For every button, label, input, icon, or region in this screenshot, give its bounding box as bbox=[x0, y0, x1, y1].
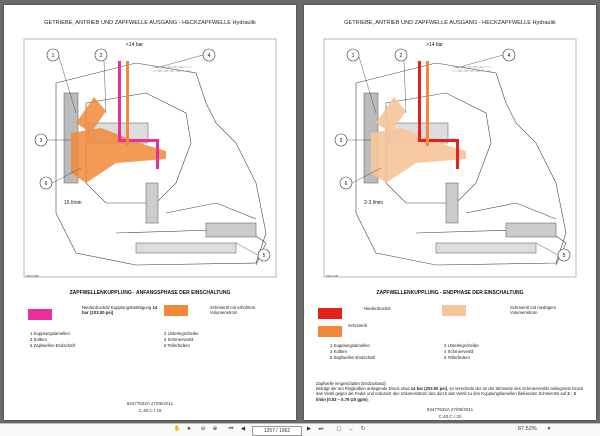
zoom-level[interactable]: 87.52% bbox=[518, 426, 537, 432]
legend-text-lube-oil: Schmieröl bbox=[348, 323, 368, 328]
next-page-icon[interactable]: ▶ bbox=[306, 426, 312, 432]
svg-text:1: 1 bbox=[52, 53, 55, 59]
page-header: GETRIEBE, ANTRIEB UND ZAPFWELLE AUSGANG … bbox=[344, 20, 556, 26]
clutch-diagram-initial-phase: 1 2 3 4 6 5 bbox=[23, 38, 277, 278]
prev-page-icon[interactable]: ◀ bbox=[240, 426, 246, 432]
hand-icon[interactable]: ✋ bbox=[173, 426, 181, 432]
legend-swatch-red bbox=[318, 308, 342, 319]
flow-label: 2-3 l/min bbox=[364, 200, 384, 206]
legend-text-lubrication: Schmieröl mit erhöhtem Volumenstrom bbox=[210, 305, 256, 316]
pressure-label: <14 bar bbox=[126, 42, 144, 48]
pointer-icon[interactable]: ➤ bbox=[186, 426, 192, 432]
svg-text:4: 4 bbox=[508, 53, 511, 59]
svg-text:4: 4 bbox=[208, 53, 211, 59]
legend-text-low-pressure: Niederdrucköl/ Kupplungsbetätigung 14 ba… bbox=[82, 305, 158, 316]
svg-text:6: 6 bbox=[345, 181, 348, 187]
footer-doc-id: 84477632A 27/05/2011 bbox=[426, 407, 474, 412]
first-page-icon[interactable]: ⏮ bbox=[228, 426, 234, 432]
zoom-in-icon[interactable]: ⊕ bbox=[212, 426, 218, 432]
paragraph-title: Zapfwelle eingeschaltet (Endzustand) bbox=[316, 381, 386, 386]
svg-text:5: 5 bbox=[563, 253, 566, 259]
footer-page-ref: C.40.C / 19 bbox=[138, 408, 162, 413]
svg-text:1: 1 bbox=[352, 53, 355, 59]
legend-text-low-pressure: Niederdrucköl bbox=[364, 306, 391, 311]
description-paragraph: Zapfwelle eingeschaltet (Endzustand) Bet… bbox=[316, 381, 583, 402]
document-page-right: GETRIEBE, ANTRIEB UND ZAPFWELLE AUSGANG … bbox=[304, 5, 596, 420]
legend-swatch-orange bbox=[164, 305, 188, 316]
legend-text-low-flow-lube: Schmieröl mit niedrigem Volumenstrom bbox=[510, 305, 557, 316]
fit-width-icon[interactable]: ↔ bbox=[348, 426, 354, 432]
zoom-out-icon[interactable]: ⊖ bbox=[200, 426, 206, 432]
document-page-left: GETRIEBE, ANTRIEB UND ZAPFWELLE AUSGANG … bbox=[4, 5, 296, 420]
clutch-diagram-final-phase: 1 2 3 4 6 5 bbox=[323, 38, 577, 278]
figure-caption: ZAPFWELLENKUPPLUNG - ENDPHASE DER EINSCH… bbox=[376, 290, 524, 296]
fit-page-icon[interactable]: ▢ bbox=[336, 426, 342, 432]
legend-swatch-orange bbox=[318, 326, 342, 337]
svg-text:3: 3 bbox=[340, 138, 343, 144]
image-reference: BS0G7486 bbox=[26, 275, 39, 278]
svg-text:5: 5 bbox=[263, 253, 266, 259]
flow-label: 15 l/min bbox=[64, 200, 82, 206]
svg-text:6: 6 bbox=[45, 181, 48, 187]
svg-text:2: 2 bbox=[400, 53, 403, 59]
footer-page-ref: C.40.C / 20 bbox=[438, 414, 462, 419]
zoom-dropdown-icon[interactable]: ▾ bbox=[547, 426, 551, 432]
legend-swatch-light-orange bbox=[442, 305, 466, 316]
figure-caption: ZAPFWELLENKUPPLUNG - ANFANGSPHASE DER EI… bbox=[69, 290, 231, 296]
pressure-label: >14 bar bbox=[426, 42, 444, 48]
svg-text:2: 2 bbox=[100, 53, 103, 59]
legend-swatch-pink bbox=[28, 309, 52, 320]
footer-doc-id: 84477632A 27/05/2011 bbox=[126, 401, 174, 406]
rotate-icon[interactable]: ↻ bbox=[360, 426, 366, 432]
image-reference: BS0G7487 bbox=[326, 275, 339, 278]
page-number-field[interactable]: 1257 / 1962 bbox=[252, 425, 302, 436]
last-page-icon[interactable]: ⏭ bbox=[318, 426, 324, 432]
page-header: GETRIEBE, ANTRIEB UND ZAPFWELLE AUSGANG … bbox=[44, 20, 256, 26]
svg-text:3: 3 bbox=[40, 138, 43, 144]
viewer-toolbar: ✋ ➤ ⊖ ⊕ ⏮ ◀ 1257 / 1962 ▶ ⏭ ▢ ↔ ↻ 87.52%… bbox=[0, 423, 600, 436]
